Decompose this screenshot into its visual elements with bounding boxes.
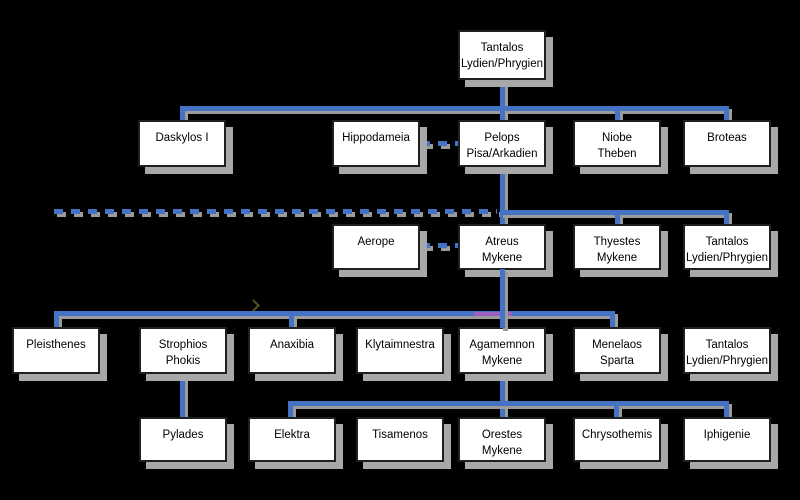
node-label: Chrysothemis [581,429,653,441]
connector-stub-iphigenie [724,403,729,418]
node-orestes: Orestes Mykene [458,417,546,462]
node-label: Broteas [707,132,747,144]
node-sublabel: Mykene [481,355,523,368]
node-atreus: Atreus Mykene [458,224,546,270]
node-label: Daskylos I [155,132,209,144]
node-sublabel: Sparta [600,355,634,368]
node-label: Elektra [274,429,310,441]
connector-stub-menelaos [610,313,615,328]
connector-stub-daskylos [180,108,185,122]
connector-stub-broteas [724,108,729,122]
node-label: Niobe [601,132,633,144]
connector-gen4-horizontal [54,311,615,316]
node-strophios: Strophios Phokis [139,327,227,374]
node-elektra: Elektra [248,417,336,462]
node-thyestes: Thyestes Mykene [573,224,661,270]
node-label: Pleisthenes [26,339,86,351]
node-broteas: Broteas [683,120,771,167]
node-sublabel: Mykene [596,252,638,265]
connector-stub-pelops [500,108,505,122]
connector-stub-pleisthenes [54,313,59,328]
node-sublabel: Lydien/Phrygien [685,355,769,368]
node-daskylos: Daskylos I [138,120,226,167]
connector-stub-thyestes [615,212,620,225]
marriage-line-hippodameia-pelops [421,141,458,146]
connector-stub-chrysothemis [614,403,619,418]
connector-gen3-horizontal [500,210,729,215]
node-label: Agamemnon [469,339,535,351]
node-pleisthenes: Pleisthenes [12,327,100,374]
node-menelaos: Menelaos Sparta [573,327,661,374]
node-niobe: Niobe Theben [573,120,661,167]
node-aerope: Aerope [332,224,420,270]
node-klytaimnestra: Klytaimnestra [356,327,444,374]
connector-stub-niobe [615,108,620,122]
node-label: Tantalos [480,42,524,54]
connector-stub-anaxibia [289,313,294,328]
node-tantalos-3: Tantalos Lydien/Phrygien [683,327,771,374]
connector-pelops-down [500,166,505,225]
node-anaxibia: Anaxibia [248,327,336,374]
node-label: Orestes [481,429,523,441]
connector-tantalos1-down [500,80,505,108]
node-label: Atreus [485,236,519,248]
connector-stub-elektra [288,403,293,418]
connector-gen5-horizontal [288,401,729,406]
artifact-chevron-mark [247,299,260,312]
node-label: Menelaos [592,339,642,351]
node-pelops: Pelops Pisa/Arkadien [458,120,546,167]
marriage-line-klytaimnestra-agamemnon [474,312,512,316]
connector-atreus-down [500,269,505,328]
node-sublabel: Pisa/Arkadien [466,148,538,161]
node-sublabel: Theben [597,148,637,161]
node-label: Aerope [357,236,395,248]
node-chrysothemis: Chrysothemis [573,417,661,462]
node-label: Anaxibia [269,339,315,351]
connector-stub-tantalos2 [724,212,729,225]
node-label: Tantalos [705,339,749,351]
node-iphigenie: Iphigenie [683,417,771,462]
node-agamemnon: Agamemnon Mykene [458,327,546,374]
connector-gen2-horizontal [180,106,729,111]
node-tisamenos: Tisamenos [356,417,444,462]
node-sublabel: Mykene [481,252,523,265]
node-label: Tantalos [705,236,749,248]
node-label: Iphigenie [703,429,751,441]
marriage-line-pelops-left-dashed [54,209,497,214]
node-pylades: Pylades [139,417,227,462]
connector-strophios-pylades [180,373,185,418]
connector-agamemnon-down [500,373,505,418]
node-sublabel: Lydien/Phrygien [685,252,769,265]
node-sublabel: Lydien/Phrygien [460,58,544,71]
node-tantalos-2: Tantalos Lydien/Phrygien [683,224,771,270]
node-label: Strophios [158,339,208,351]
node-hippodameia: Hippodameia [332,120,420,167]
node-tantalos-1: Tantalos Lydien/Phrygien [458,30,546,80]
node-label: Thyestes [593,236,641,248]
node-label: Klytaimnestra [365,339,435,351]
node-sublabel: Mykene [481,445,523,458]
marriage-line-aerope-atreus [421,243,458,248]
node-label: Hippodameia [342,132,410,144]
node-label: Pylades [162,429,204,441]
node-label: Pelops [484,132,520,144]
node-sublabel: Phokis [165,355,201,368]
node-label: Tisamenos [372,429,428,441]
